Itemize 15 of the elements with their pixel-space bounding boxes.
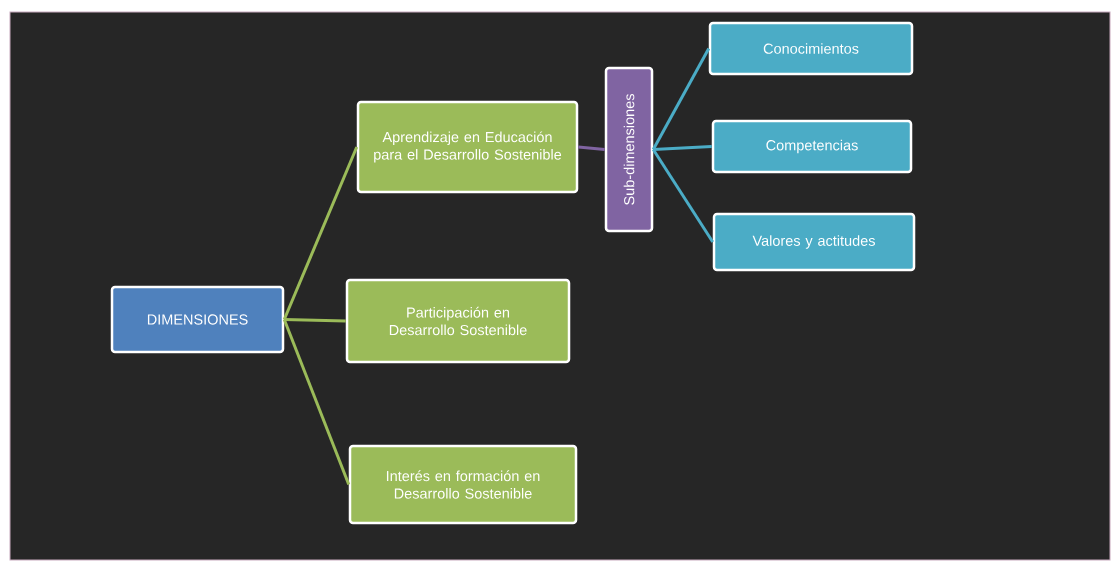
connector-line — [284, 318, 346, 323]
subdimension-box: Valores y actitudes — [712, 212, 916, 272]
subdimension-bar: Sub-dimensiones — [604, 66, 654, 233]
connector-line — [652, 148, 715, 243]
connector-line — [578, 145, 605, 151]
dimension-box: Aprendizaje en Educación para el Desarrollo Sostenible — [356, 100, 579, 194]
dimension-box: Interés en formación en Desarrollo Sostenible — [348, 444, 578, 525]
connector-line — [653, 145, 712, 151]
dimension-box: DIMENSIONES — [110, 285, 285, 354]
dimension-box: Participación en Desarrollo Sostenible — [345, 278, 571, 364]
connector-line — [651, 47, 711, 151]
connector-line — [282, 318, 351, 486]
connector-line — [282, 146, 359, 321]
subdimension-box: Conocimientos — [708, 21, 914, 76]
subdimension-box: Competencias — [711, 119, 913, 174]
